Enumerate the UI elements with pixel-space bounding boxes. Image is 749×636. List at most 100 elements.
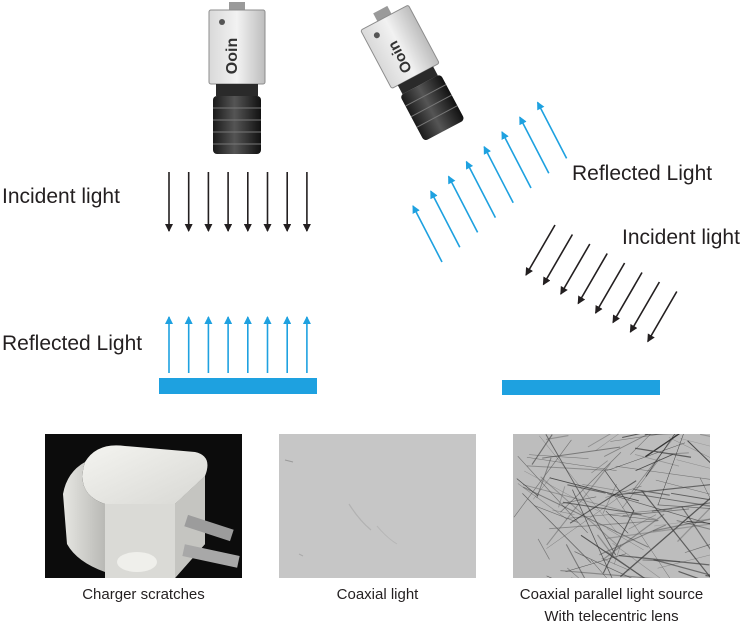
incident-light-label-right: Incident light (622, 226, 740, 249)
scratch-line (531, 434, 553, 465)
reflected-arrow (483, 145, 514, 204)
coaxial-light-caption: Coaxial light (336, 586, 419, 603)
scratch-line (552, 509, 575, 515)
incident-arrow (612, 272, 643, 324)
scratch-line (645, 434, 680, 458)
scratch-line (606, 551, 645, 578)
scratch-line (668, 437, 710, 458)
scratch-line (621, 458, 660, 509)
scratch-line (605, 510, 629, 534)
incident-arrow (560, 243, 591, 295)
scratch-line (549, 520, 658, 530)
reflected-arrows-right (412, 101, 568, 263)
reflected-arrow (519, 116, 550, 174)
scratch-line (546, 462, 611, 546)
reflected-arrows-left (165, 316, 311, 373)
incident-arrow (594, 262, 626, 314)
scratch-line (616, 484, 710, 496)
scratch-line (630, 434, 652, 455)
scratch-line (540, 476, 620, 547)
scratch-line (582, 483, 710, 508)
scratch-line (604, 469, 635, 512)
scratch-line (686, 521, 710, 524)
scratch-line (633, 488, 670, 496)
camera-screw (219, 19, 225, 25)
surface-left (159, 378, 317, 394)
scratch-line (655, 479, 710, 495)
scratch-line (599, 524, 667, 556)
scratch-line (560, 451, 622, 513)
scratch-line (517, 483, 568, 520)
scratch-line (558, 486, 566, 508)
incident-arrow (542, 234, 574, 286)
scratch-line (602, 510, 635, 574)
scratch-line (645, 434, 676, 477)
scratch-line (615, 465, 710, 480)
charger-scratches-caption: Charger scratches (82, 586, 205, 603)
telecentric-caption: Coaxial parallel light source With telec… (503, 584, 720, 628)
reflected-light-label-left: Reflected Light (2, 332, 143, 355)
scratch-line (567, 484, 606, 494)
scratch-line (539, 435, 618, 533)
scratch-line (606, 528, 644, 551)
scratch-line (565, 553, 627, 572)
diagram-drawing: Ooin Ooin (159, 2, 678, 395)
camera-screw (373, 32, 380, 39)
scratch-line (687, 440, 710, 464)
reflected-arrow (430, 190, 461, 248)
scratch-line (622, 434, 641, 438)
scratch-line (560, 570, 655, 578)
scratch-line (676, 520, 710, 530)
scratch-line (653, 559, 710, 576)
scratch-line (513, 439, 572, 518)
scratch-line (533, 505, 579, 523)
camera-left: Ooin (208, 2, 266, 154)
scratch-line (562, 501, 642, 515)
scratch-line (668, 452, 689, 455)
scratch-line (524, 470, 599, 512)
scratch-line (536, 457, 552, 499)
camera-connector (373, 5, 392, 23)
scratch-line (597, 534, 616, 560)
scratch-line (657, 554, 710, 569)
scratch-line (613, 493, 671, 578)
scratch-line (613, 544, 622, 565)
scratch-line (603, 434, 650, 457)
scratch-line (516, 478, 539, 497)
camera-lens (401, 75, 464, 141)
incident-light-label-left: Incident light (2, 185, 120, 208)
scratch-line (619, 497, 710, 578)
scratch-line (684, 544, 710, 553)
scratch-line (629, 492, 710, 507)
scratch-line (569, 480, 637, 524)
incident-arrow (525, 224, 556, 276)
scratch-line (537, 538, 550, 560)
scratch-line (641, 490, 710, 578)
scratch-line (635, 454, 674, 471)
scratch-line (608, 442, 686, 471)
scratch-line (609, 514, 659, 521)
scratch-line (705, 575, 710, 577)
scratch-line (587, 434, 611, 448)
incident-arrow (647, 291, 678, 343)
camera-connector (229, 2, 245, 12)
reflected-arrow (465, 160, 497, 218)
reflected-arrow (447, 175, 479, 233)
scratch-line (605, 485, 642, 498)
incident-arrows-right (525, 224, 678, 343)
scratch-line (526, 465, 609, 471)
scratch-line (591, 460, 608, 474)
scratch-line (628, 514, 657, 530)
scratch-line (546, 495, 621, 549)
camera-right: Ooin (360, 5, 464, 141)
scratch-line (681, 506, 710, 550)
camera-lens-mount (216, 84, 258, 96)
incident-arrow (629, 281, 661, 333)
scratch-line (657, 504, 710, 509)
scratch-line (677, 507, 710, 543)
scratch-line (561, 496, 597, 504)
scratch-line (699, 477, 710, 499)
scratch-line (680, 438, 710, 447)
scratch-line (631, 434, 677, 493)
scratch-line (522, 486, 649, 548)
